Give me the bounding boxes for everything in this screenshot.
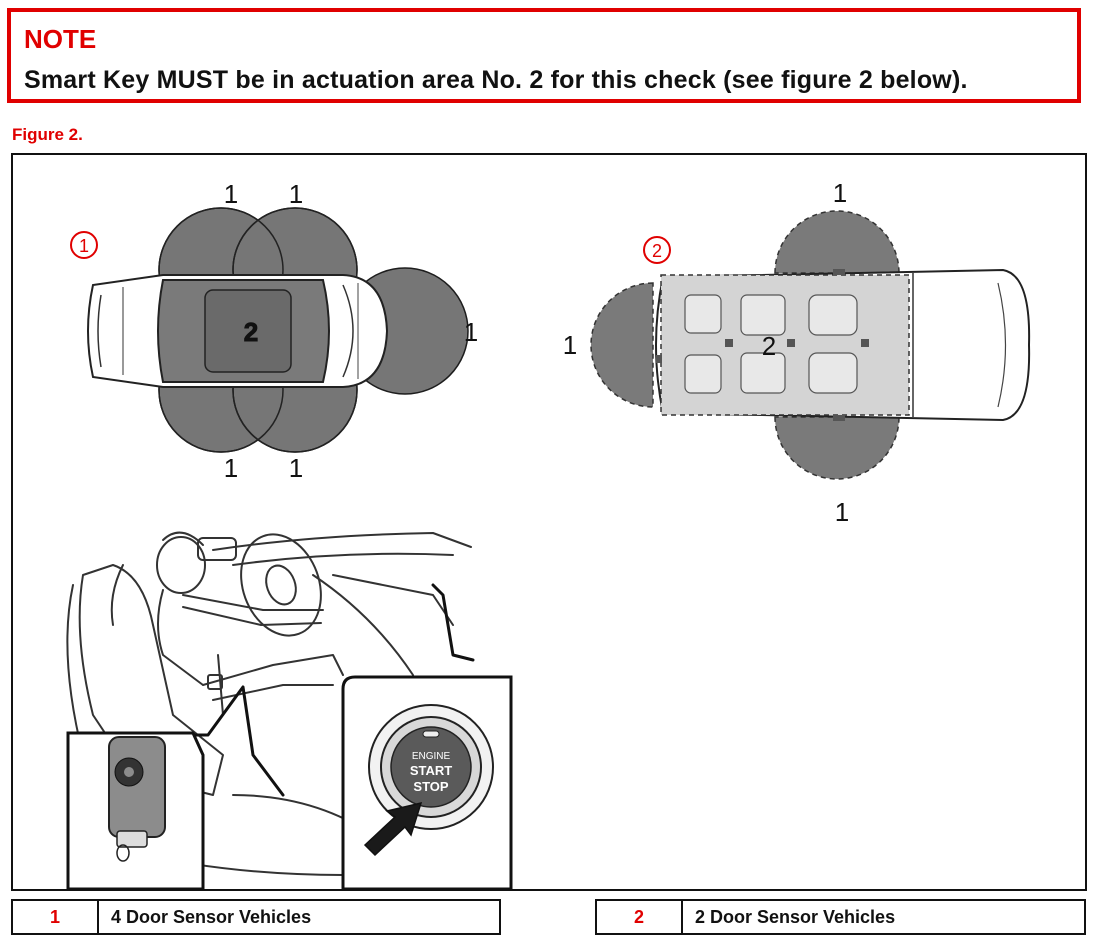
engine-start-button-icon xyxy=(390,726,472,808)
left-area-1-label: 1 xyxy=(224,179,238,209)
left-diagram-marker: 1 xyxy=(79,236,89,256)
engine-start-inset: ENGINE START STOP xyxy=(341,675,513,889)
right-area-1-label: 1 xyxy=(563,330,577,360)
marker-circle xyxy=(70,231,98,259)
legend-item-1: 1 4 Door Sensor Vehicles xyxy=(11,899,501,935)
button-text-line3: STOP xyxy=(413,779,448,794)
left-diagram: 2 1 1 1 1 1 1 xyxy=(70,179,478,483)
left-area-1-label: 1 xyxy=(289,179,303,209)
legend-item-2: 2 2 Door Sensor Vehicles xyxy=(595,899,1086,935)
note-title: NOTE xyxy=(24,24,97,54)
suv-top-view xyxy=(655,268,1031,422)
sedan-top-view xyxy=(87,274,389,388)
left-area-1-label: 1 xyxy=(224,453,238,483)
legend-number: 1 xyxy=(13,901,99,933)
right-area-2-label: 2 xyxy=(762,331,776,361)
figure-frame: 2 1 1 1 1 1 1 xyxy=(11,153,1087,891)
note-text: Smart Key MUST be in actuation area No. … xyxy=(24,66,968,94)
button-text-line2: START xyxy=(410,763,452,778)
right-area-1-label: 1 xyxy=(835,497,849,527)
button-text-line1: ENGINE xyxy=(412,751,451,762)
right-area-1-label: 1 xyxy=(833,178,847,208)
left-area-1-label: 1 xyxy=(289,453,303,483)
sensor-zone-half xyxy=(590,282,654,408)
left-area-2-label: 2 xyxy=(244,317,258,347)
smart-key-fob-icon xyxy=(108,736,166,838)
smart-key-inset xyxy=(66,731,205,889)
sensor-zone-half xyxy=(774,416,900,480)
legend-description: 2 Door Sensor Vehicles xyxy=(695,906,896,927)
figure-caption: Figure 2. xyxy=(12,125,83,144)
marker-circle xyxy=(643,236,671,264)
right-diagram: 2 1 1 1 2 xyxy=(563,178,1031,527)
right-diagram-marker: 2 xyxy=(652,241,662,261)
left-area-1-label: 1 xyxy=(464,317,478,347)
press-arrow-icon xyxy=(363,801,423,857)
legend-description: 4 Door Sensor Vehicles xyxy=(111,906,312,927)
note-box: NOTE Smart Key MUST be in actuation area… xyxy=(7,8,1081,103)
legend-number: 2 xyxy=(597,901,683,933)
sensor-zone-half xyxy=(774,210,900,274)
figure-illustration: 2 1 1 1 1 1 1 xyxy=(66,178,1031,889)
